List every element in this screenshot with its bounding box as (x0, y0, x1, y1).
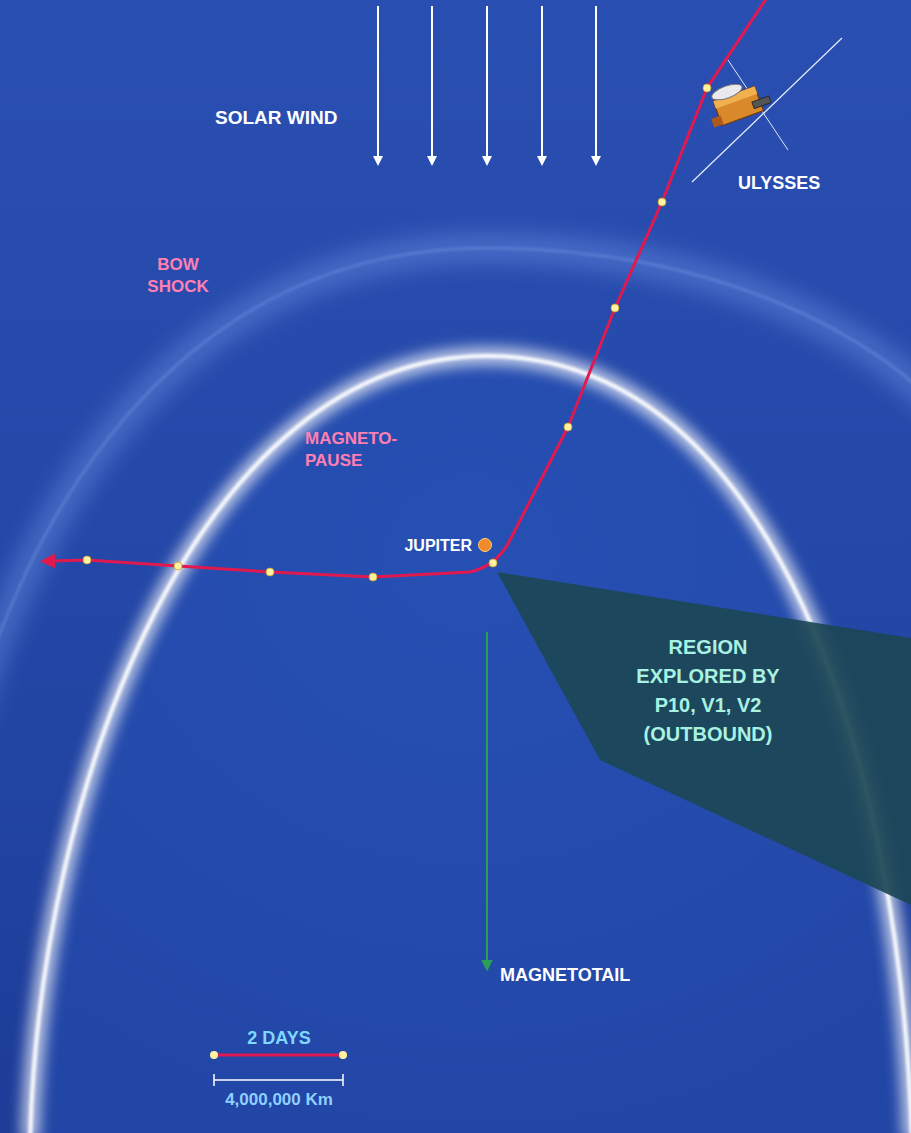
bow-shock-label: BOW SHOCK (136, 254, 220, 298)
solar-wind-label: SOLAR WIND (215, 106, 337, 129)
magnetopause-glow (30, 356, 911, 1133)
magnetopause-line (30, 356, 911, 1133)
jupiter-planet (479, 539, 492, 552)
magnetopause-label: MAGNETO- PAUSE (305, 428, 417, 472)
spacecraft-label: ULYSSES (738, 172, 820, 194)
region-label: REGION EXPLORED BY P10, V1, V2 (OUTBOUND… (623, 633, 793, 749)
region-wedge (497, 572, 911, 905)
planet-label: JUPITER (370, 536, 472, 555)
time-scale-label: 2 DAYS (204, 1027, 354, 1049)
distance-scale-label: 4,000,000 Km (194, 1090, 364, 1110)
time-scale (210, 1051, 347, 1059)
ulysses-spacecraft (692, 38, 842, 182)
magnetosphere (30, 356, 911, 1133)
distance-scale (214, 1074, 343, 1086)
solar-wind-arrows (378, 6, 596, 158)
explored-region: REGION EXPLORED BY P10, V1, V2 (OUTBOUND… (480, 560, 911, 910)
magnetotail-label: MAGNETOTAIL (500, 964, 630, 986)
ulysses-trajectory (52, 0, 768, 577)
magnetotail-arrow (486, 632, 488, 962)
day-markers (83, 84, 711, 581)
